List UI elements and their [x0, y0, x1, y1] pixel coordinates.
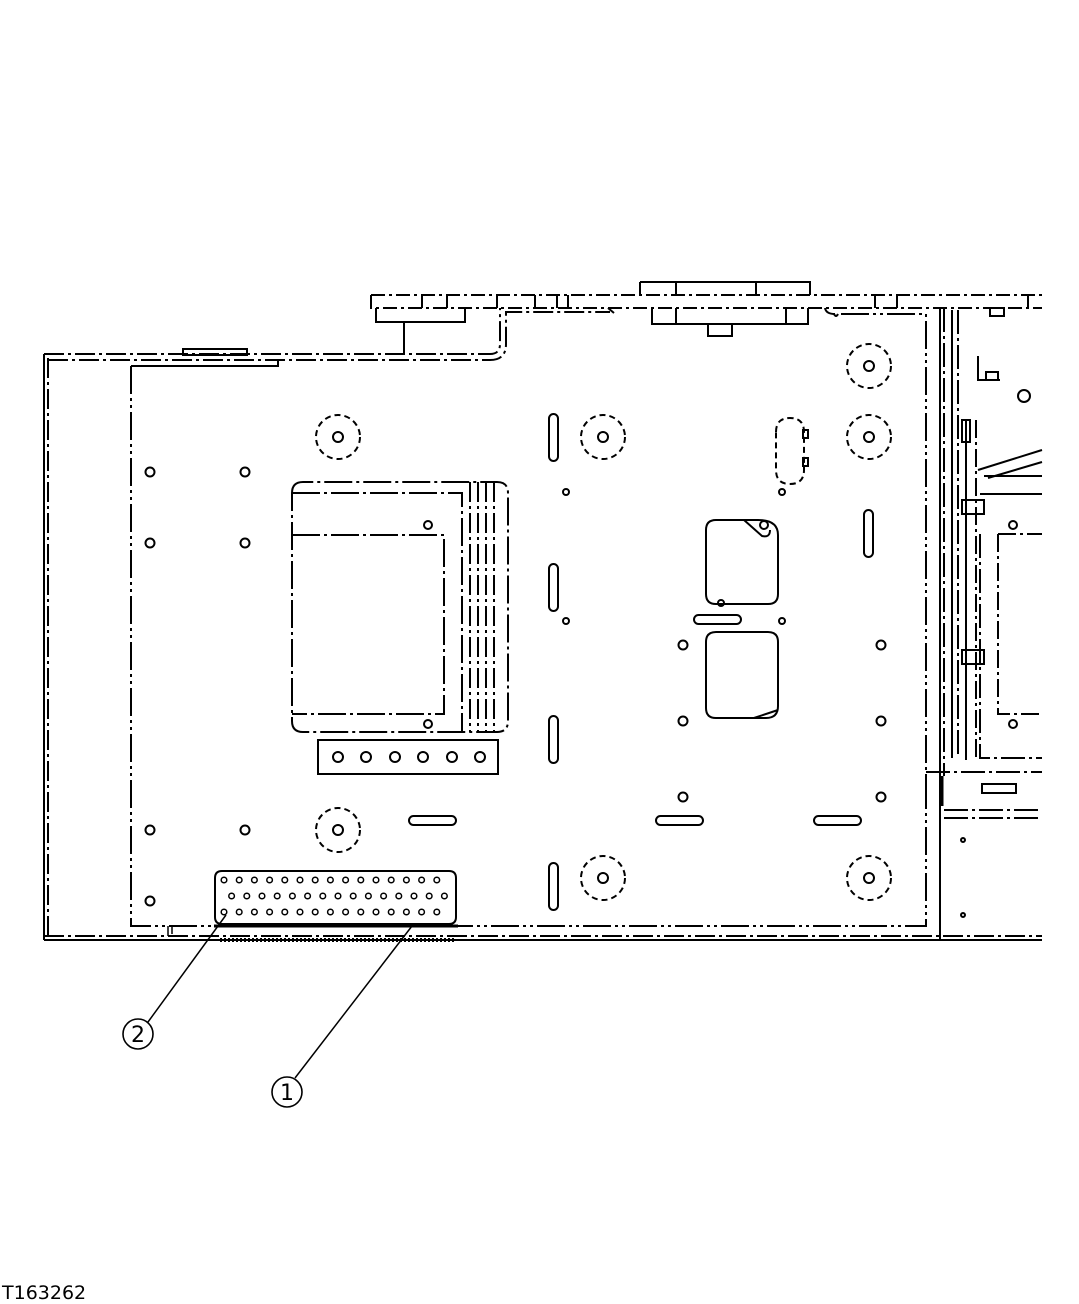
perforation-hole: [235, 876, 243, 884]
perforation-hole: [372, 876, 380, 884]
perforation-hole: [273, 892, 281, 900]
perforation-hole: [364, 892, 372, 900]
callout-number: 1: [280, 1081, 294, 1106]
perforation-hole: [296, 876, 304, 884]
perforation-hole: [410, 892, 418, 900]
perforation-hole: [281, 876, 289, 884]
perforation-hole: [266, 908, 274, 916]
perforation-hole: [418, 876, 426, 884]
perforation-hole: [425, 892, 433, 900]
perforation-hole: [281, 908, 289, 916]
perforated-plate: [214, 870, 458, 942]
boss: [846, 414, 892, 460]
callout-2: 2: [122, 1018, 154, 1050]
large-component: [291, 481, 509, 775]
slots: [408, 413, 874, 911]
perforation-hole: [433, 908, 441, 916]
perforation-hole: [380, 892, 388, 900]
perforation-hole: [357, 908, 365, 916]
perforation-hole: [258, 892, 266, 900]
perforation-hole: [235, 908, 243, 916]
openings: [705, 416, 809, 719]
perforation-hole: [326, 908, 334, 916]
boss: [315, 414, 361, 460]
right-side-structure: [925, 308, 1043, 940]
perforation-hole: [304, 892, 312, 900]
leader-line-2: [147, 914, 227, 1023]
top-rail: [370, 281, 1042, 354]
inner-panel: [130, 313, 927, 927]
boss: [846, 343, 892, 389]
perforation-hole: [311, 876, 319, 884]
perforation-hole: [243, 892, 251, 900]
boss: [846, 855, 892, 901]
perforation-hole: [296, 908, 304, 916]
perforation-hole: [250, 876, 258, 884]
figure-id: T163262: [2, 1282, 87, 1304]
perforation-hole: [342, 876, 350, 884]
perforation-hole: [220, 908, 228, 916]
mounting-holes: [144, 466, 887, 907]
perforation-hole: [288, 892, 296, 900]
perforation-hole: [326, 876, 334, 884]
perforation-hole: [418, 908, 426, 916]
perforation-hole: [319, 892, 327, 900]
outer-frame: [43, 308, 1042, 941]
boss: [315, 807, 361, 853]
perforation-hole: [250, 908, 258, 916]
perforation-hole: [342, 908, 350, 916]
perforation-hole: [372, 908, 380, 916]
perforation-hole: [433, 876, 441, 884]
perforation-hole: [387, 908, 395, 916]
callout-1: 1: [271, 1076, 303, 1108]
perforation-hole: [334, 892, 342, 900]
perforation-hole: [440, 892, 448, 900]
boss: [580, 855, 626, 901]
perforation-hole: [266, 876, 274, 884]
perforation-hole: [357, 876, 365, 884]
dashed-bosses: [315, 343, 892, 901]
perforation-hole: [395, 892, 403, 900]
boss: [580, 414, 626, 460]
perforation-hole: [349, 892, 357, 900]
perforation-hole: [311, 908, 319, 916]
perforation-holes: [220, 876, 448, 916]
leader-line-1: [294, 925, 413, 1079]
perforation-hole: [228, 892, 236, 900]
perforation-hole: [387, 876, 395, 884]
perforation-hole: [402, 876, 410, 884]
perforation-hole: [402, 908, 410, 916]
edge-mark: [167, 926, 173, 936]
perforation-hole: [220, 876, 228, 884]
callout-number: 2: [131, 1023, 145, 1048]
